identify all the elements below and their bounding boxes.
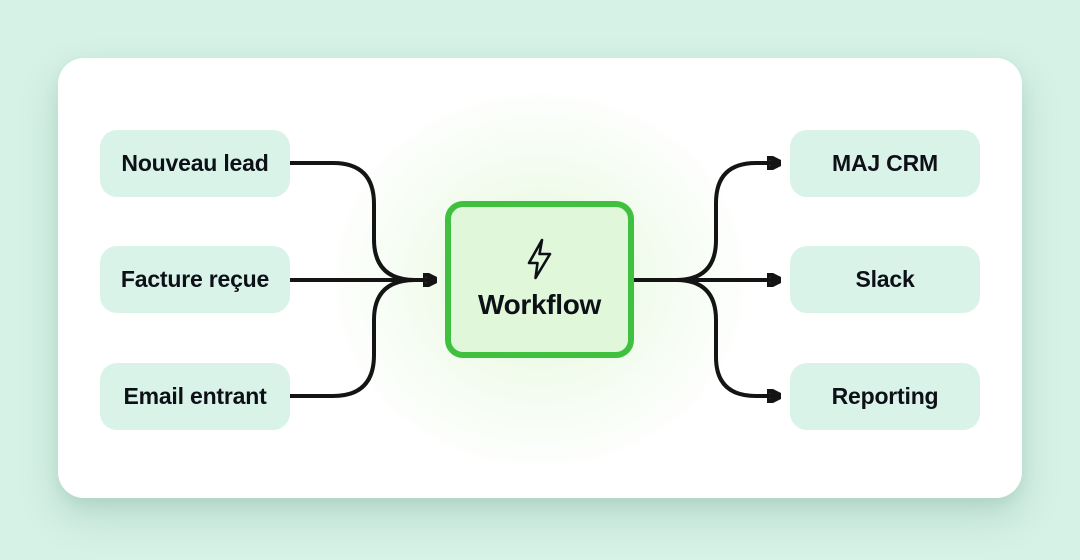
input-node-facture-recue: Facture reçue (100, 246, 290, 313)
lightning-bolt-icon (527, 238, 552, 280)
output-node-slack: Slack (790, 246, 980, 313)
input-node-label: Facture reçue (120, 266, 270, 292)
output-node-label: MAJ CRM (832, 150, 938, 176)
input-node-label: Nouveau lead (121, 150, 269, 176)
workflow-node-label: Workflow (477, 289, 602, 320)
workflow-node: Workflow (445, 201, 634, 358)
input-node-nouveau-lead: Nouveau lead (100, 130, 290, 197)
output-node-maj-crm: MAJ CRM (790, 130, 980, 197)
input-node-email-entrant: Email entrant (100, 363, 290, 430)
output-node-label: Slack (855, 266, 915, 292)
input-node-label: Email entrant (123, 383, 267, 409)
output-node-label: Reporting (831, 383, 939, 409)
output-node-reporting: Reporting (790, 363, 980, 430)
